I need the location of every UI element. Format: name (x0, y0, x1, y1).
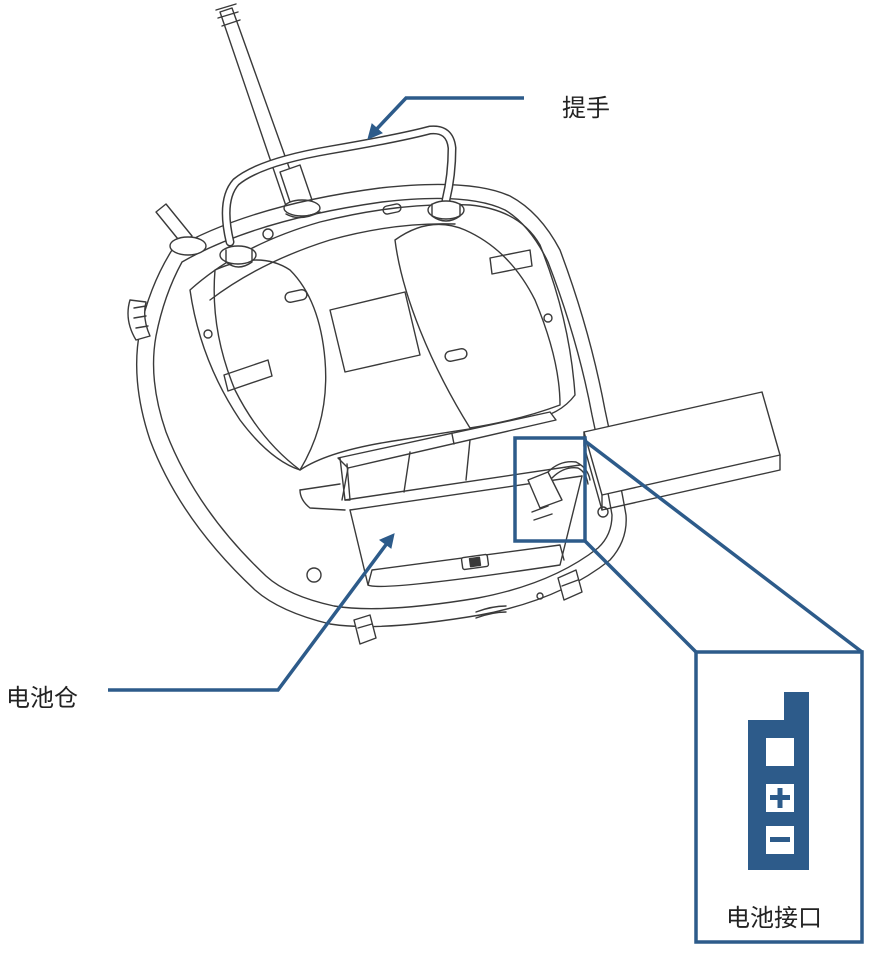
minus-icon (766, 826, 794, 854)
right-grip (394, 223, 561, 429)
side-knob (127, 299, 151, 341)
port-detail-box (694, 650, 864, 944)
back-panel (189, 203, 576, 471)
compartment-arrowhead (378, 533, 395, 549)
battery-connector-wires (527, 461, 591, 521)
port-highlight-box (513, 436, 587, 543)
battery-compartment-label: 电池仓 (6, 684, 78, 712)
callouts (108, 96, 864, 944)
battery-pack (583, 391, 781, 511)
battery-compartment (299, 411, 583, 619)
battery-connector-icon (748, 692, 809, 870)
magnifier-line-right (583, 439, 864, 654)
plus-icon (766, 784, 794, 812)
left-grip (213, 259, 327, 471)
handle-arrowhead (367, 123, 383, 140)
switch-lever (155, 203, 193, 245)
antenna (215, 3, 321, 219)
compartment-leader-line (108, 540, 390, 692)
transmitter-body (127, 3, 781, 645)
outer-shell (135, 183, 627, 628)
label-plate (329, 291, 421, 373)
handle-label: 提手 (562, 94, 610, 122)
feet (353, 569, 583, 645)
handle-leader-line (370, 96, 524, 136)
carry-handle (219, 125, 465, 268)
magnifier-line-left (583, 539, 698, 654)
battery-port-label: 电池接口 (726, 904, 822, 932)
